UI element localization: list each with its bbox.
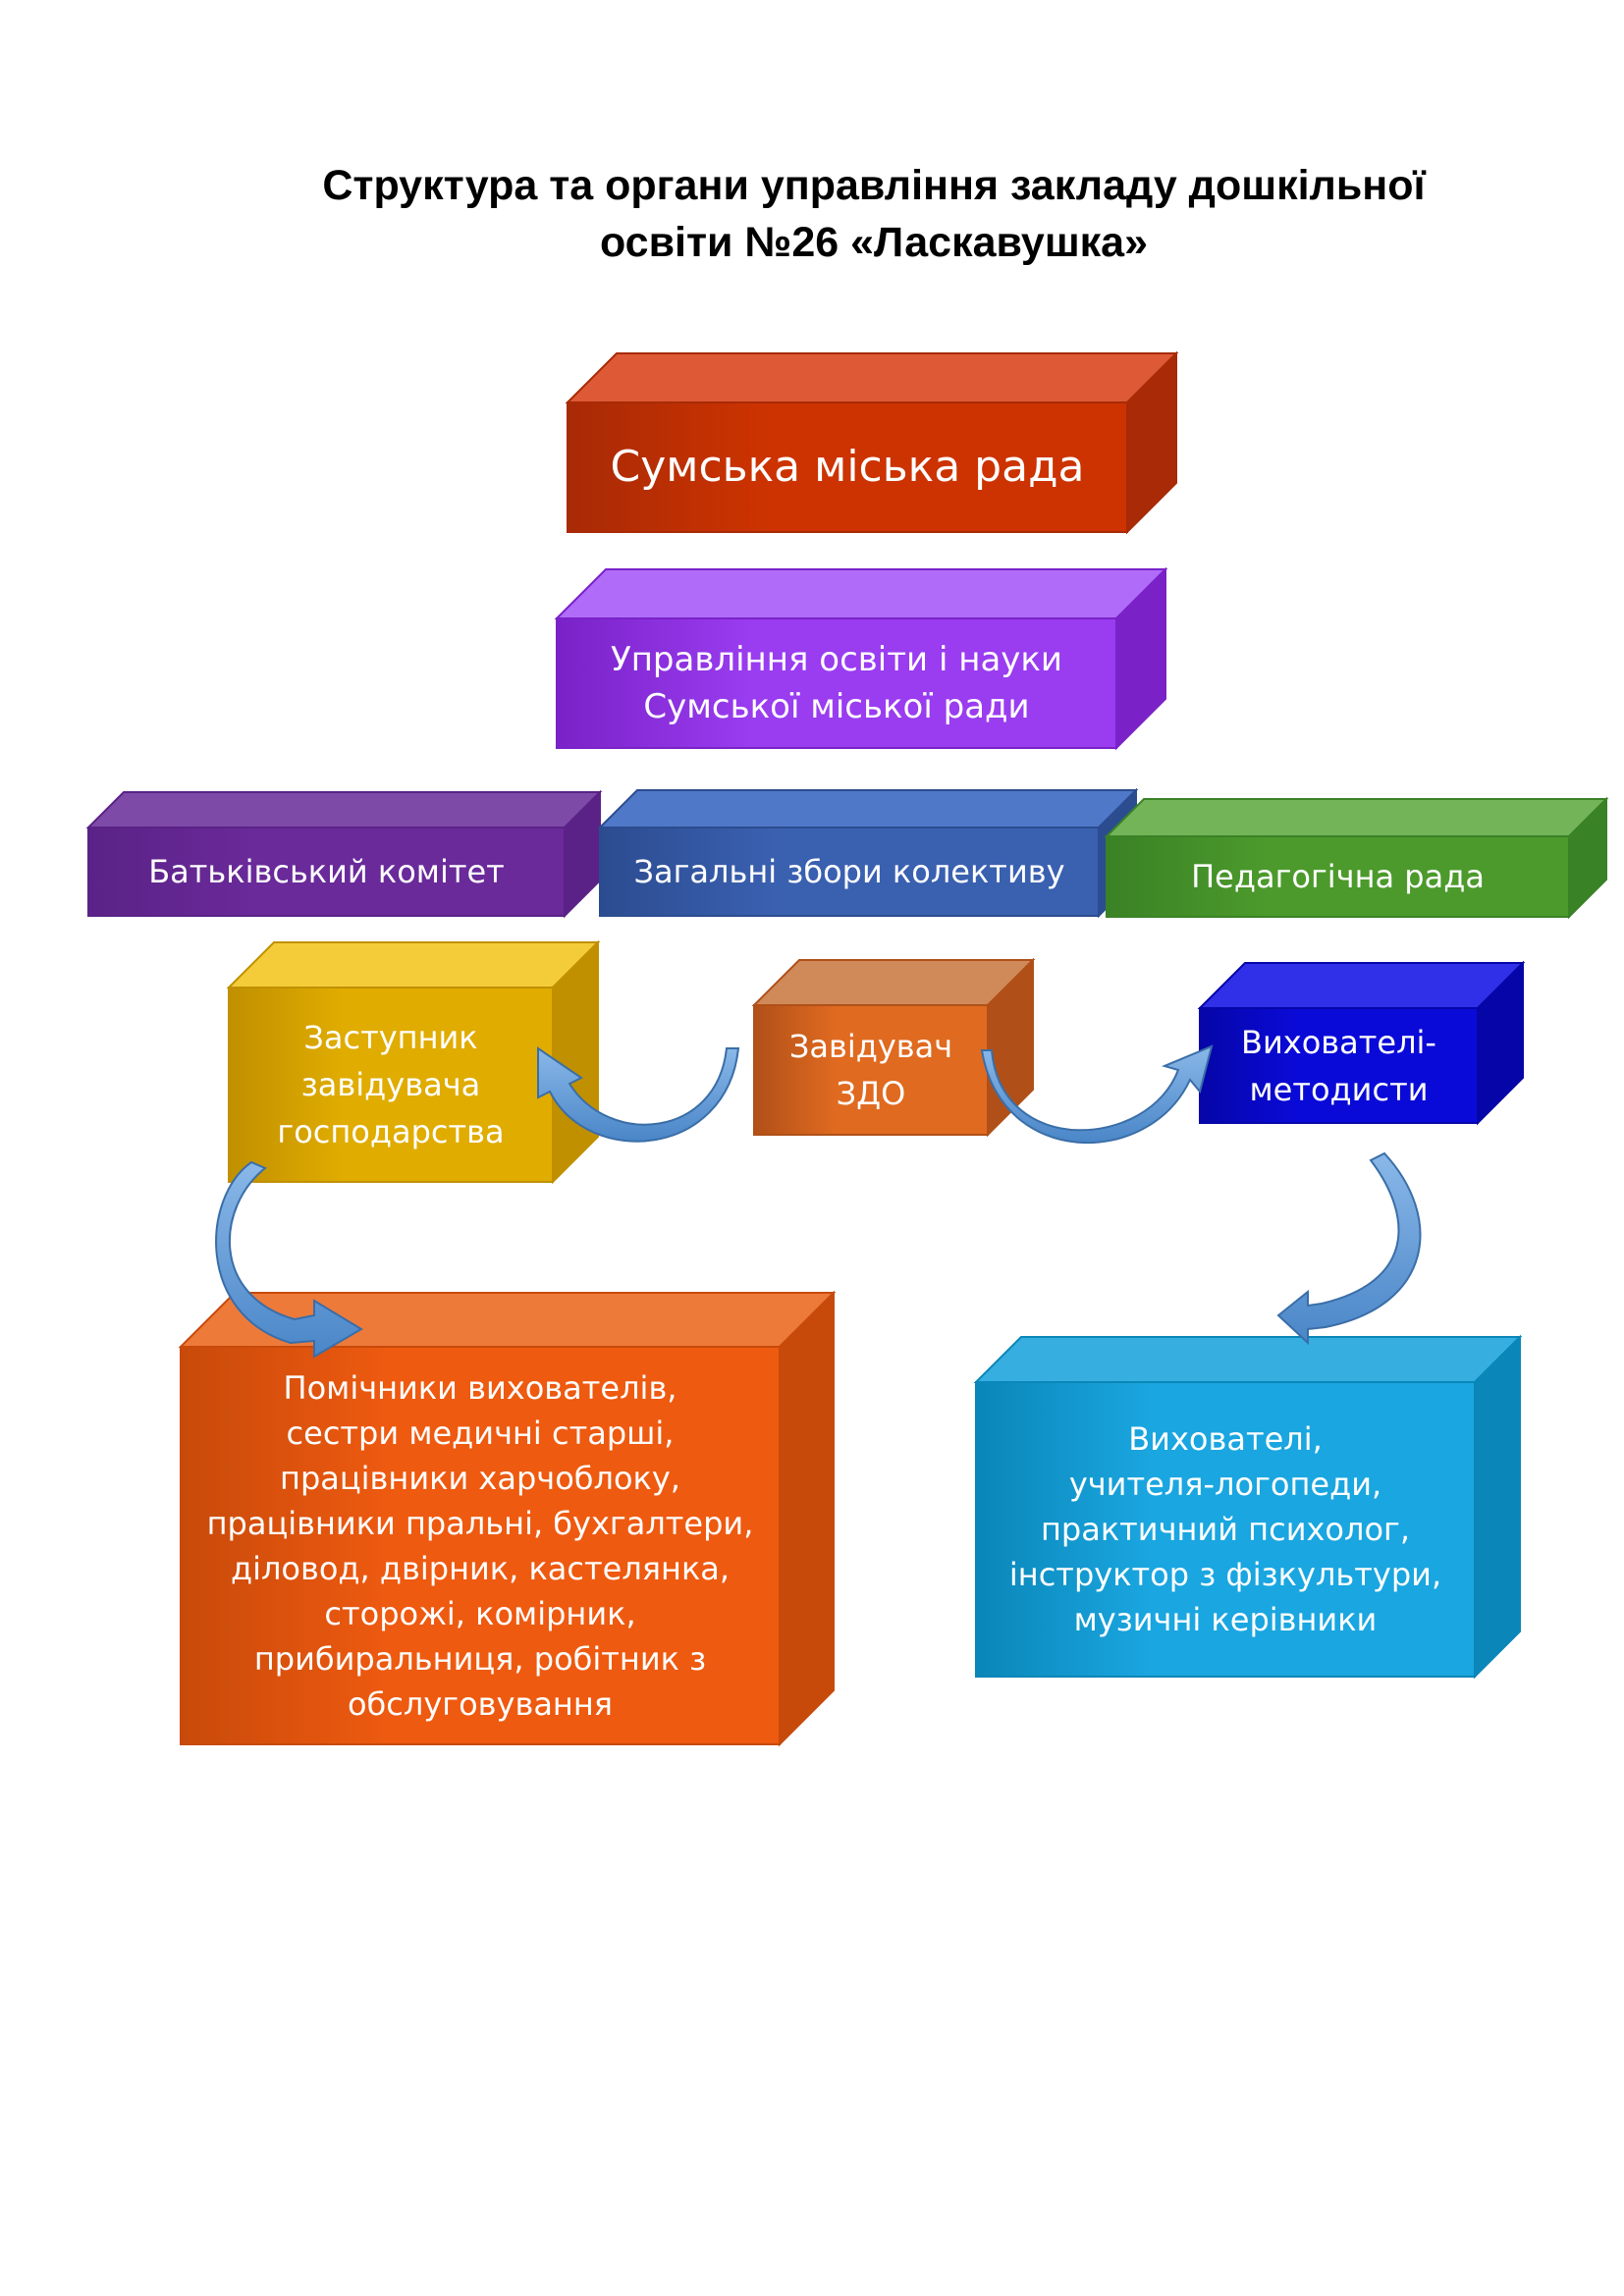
box-top-face [226,941,601,988]
label-line: сторожі, комірник, [324,1594,636,1632]
box-front-face [1106,835,1570,918]
box-front-face [87,827,566,917]
page-title: Структура та органи управління закладу д… [177,157,1571,271]
box-top-face [554,568,1168,619]
box-top-face [973,1336,1523,1383]
label-line: Педагогічна рада [1191,858,1485,895]
label-pedagogical-council: Педагогічна рада [1107,836,1569,917]
box-front-face [180,1346,781,1745]
label-line: учителя-логопеди, [1068,1466,1382,1503]
label-line: працівники пральні, бухгалтери, [206,1504,754,1542]
arrow-head-to-methodists [980,1044,1214,1145]
box-pedagogical-council [1104,796,1609,920]
box-side-face [1474,1334,1521,1680]
label-general-meeting: Загальні збори колективу [600,828,1099,916]
box-parents-committee [85,789,603,919]
label-line: Управління освіти і науки [610,640,1063,679]
label-line: Вихователі, [1128,1420,1323,1458]
box-city-council [565,350,1179,535]
label-line: Батьківський комітет [148,853,505,890]
label-line: господарства [277,1113,505,1150]
label-line: Завідувач [788,1028,953,1065]
label-line: Загальні збори колективу [633,853,1065,890]
box-deputy-head [226,939,601,1185]
box-top-face [565,352,1179,403]
box-front-face [556,617,1117,749]
label-line: Заступник [303,1019,478,1056]
box-front-face [1199,1007,1479,1124]
label-line: прибиральниця, робітник з [253,1639,707,1678]
box-top-face [1104,798,1609,837]
label-line: Помічники вихователів, [283,1368,677,1407]
label-line: діловод, двірник, кастелянка, [230,1549,731,1587]
label-line: працівники харчоблоку, [280,1459,680,1497]
arrow-head-to-deputy [537,1046,740,1143]
box-side-face [779,1290,835,1747]
box-top-face [597,789,1139,828]
box-methodists [1197,960,1526,1126]
label-line: інструктор з фізкультури, [1008,1556,1442,1593]
box-front-face [599,827,1100,917]
arrow-methodists-to-teachers [1276,1151,1422,1346]
box-top-face [85,791,603,828]
box-teachers [973,1334,1523,1680]
box-education-dept [554,566,1168,751]
label-line: музичні керівники [1073,1601,1378,1638]
label-line: Сумська міська рада [610,442,1085,492]
box-front-face [975,1381,1476,1678]
label-line: завідувача [300,1066,481,1103]
label-line: ЗДО [836,1075,906,1112]
label-city-council: Сумська міська рада [568,402,1127,532]
label-teachers: Вихователі, учителя-логопеди, практичний п… [976,1382,1475,1677]
arrow-deputy-to-support [215,1160,363,1359]
label-parents-committee: Батьківський комітет [88,828,565,916]
label-line: сестри медичні старші, [286,1414,675,1452]
box-front-face [228,987,554,1183]
label-support-staff: Помічники вихователів, сестри медичні ста… [181,1347,780,1744]
label-line: методисти [1249,1070,1429,1108]
label-line: обслуговування [347,1684,614,1723]
box-support-staff [178,1290,837,1747]
box-front-face [753,1004,989,1136]
label-line: Вихователі- [1241,1023,1436,1061]
box-head [751,957,1036,1138]
label-line: практичний психолог, [1040,1511,1411,1548]
label-methodists: Вихователі-методисти [1200,1008,1478,1123]
label-deputy-head: Заступник завідувача господарства [229,988,553,1182]
title-line-2: освіти №26 «Ласкавушка» [599,219,1149,266]
box-front-face [567,401,1128,533]
title-line-1: Структура та органи управління закладу д… [322,162,1426,209]
box-top-face [751,959,1036,1006]
box-top-face [1197,962,1526,1009]
label-line: Сумської міської ради [643,687,1030,726]
